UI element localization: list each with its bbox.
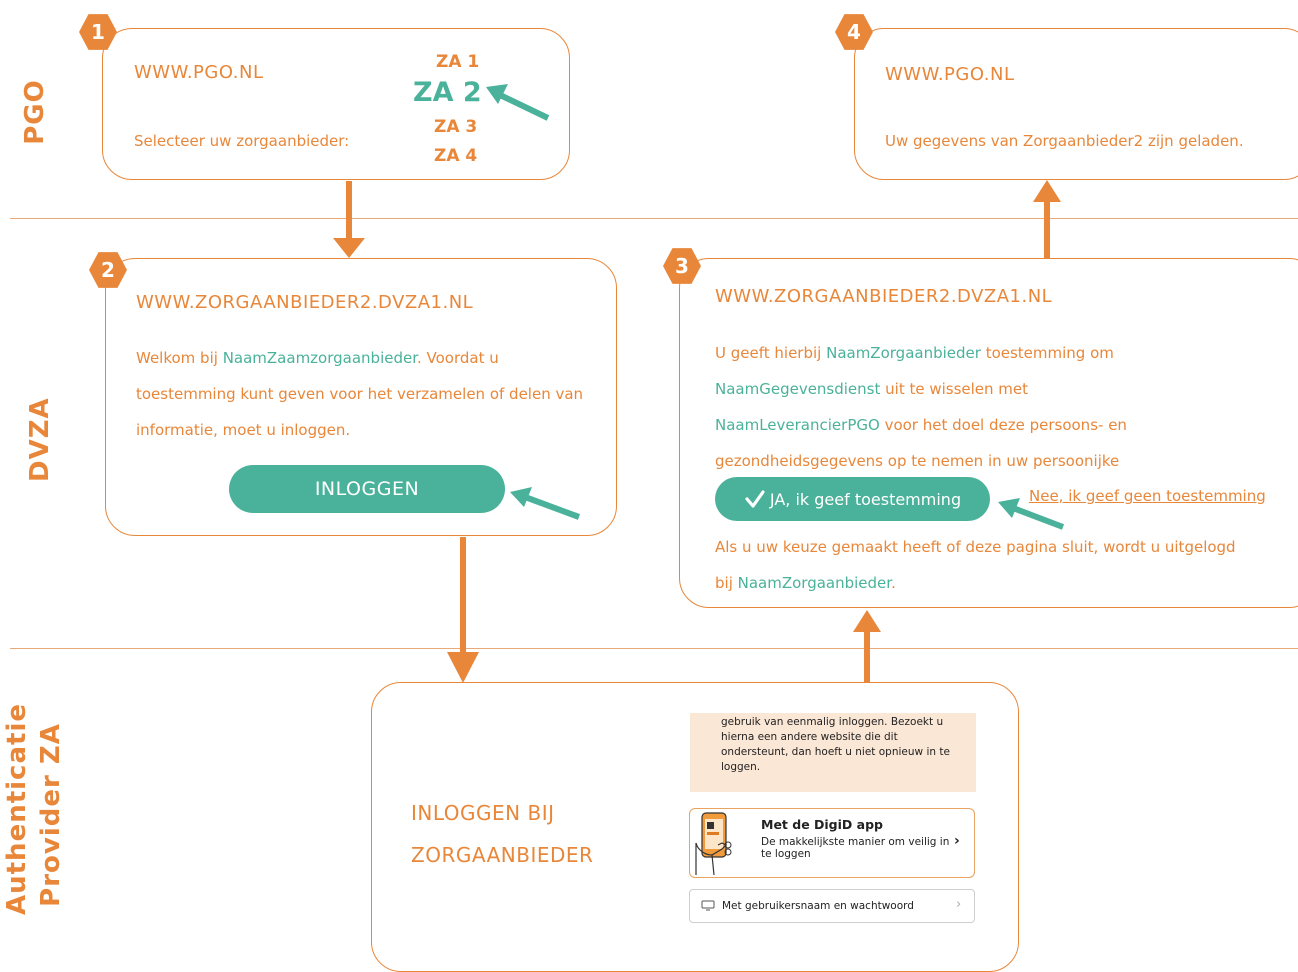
- step3-p2-a: Als u uw keuze gemaakt heeft of deze pag…: [715, 538, 1236, 592]
- step3-supplier-name: NaamLeverancierPGO: [715, 416, 880, 434]
- step3-logout-text: Als u uw keuze gemaakt heeft of deze pag…: [715, 529, 1255, 601]
- digid-password-label: Met gebruikersnaam en wachtwoord: [722, 900, 914, 912]
- step1-prompt: Selecteer uw zorgaanbieder:: [134, 132, 350, 150]
- step3-logout-provider: NaamZorgaanbieder: [737, 574, 892, 592]
- step3-consent-text: U geeft hierbij NaamZorgaanbieder toeste…: [715, 335, 1195, 515]
- digid-info-text: gebruik van eenmalig inloggen. Bezoekt u…: [721, 716, 950, 773]
- step3-box: [679, 258, 1298, 608]
- auth-title: INLOGGEN BIJ ZORGAANBIEDER: [411, 792, 593, 876]
- step4-message: Uw gegevens van Zorgaanbieder2 zijn gela…: [885, 132, 1244, 150]
- lane-divider-dvza-auth: [10, 648, 1298, 649]
- step3-url: WWW.ZORGAANBIEDER2.DVZA1.NL: [715, 286, 1053, 307]
- digid-app-desc: De makkelijkste manier om veilig in te l…: [761, 836, 950, 860]
- keyboard-icon: [701, 900, 715, 911]
- lane-divider-pgo-dvza: [10, 218, 1298, 219]
- step4-box: [854, 28, 1298, 180]
- consent-yes-label: JA, ik geef toestemming: [769, 489, 962, 509]
- arrow-step1-to-step2: [333, 181, 365, 258]
- step2-provider-name: NaamZaamzorgaanbieder: [222, 349, 417, 367]
- step1-box: [102, 28, 570, 180]
- step3-provider-name: NaamZorgaanbieder: [826, 344, 981, 362]
- step2-url: WWW.ZORGAANBIEDER2.DVZA1.NL: [136, 292, 474, 313]
- step3-p1-a: U geeft hierbij: [715, 344, 827, 362]
- pointer-arrow-za2: [486, 84, 550, 121]
- consent-no-link[interactable]: Nee, ik geef geen toestemming: [1029, 487, 1266, 505]
- chevron-right-icon-gray: ›: [956, 897, 962, 912]
- step3-service-name: NaamGegevensdienst: [715, 380, 881, 398]
- digid-password-option[interactable]: Met gebruikersnaam en wachtwoord ›: [689, 889, 975, 923]
- step1-url: WWW.PGO.NL: [134, 62, 264, 83]
- za-option-4[interactable]: ZA 4: [434, 146, 478, 166]
- auth-title-line1: INLOGGEN BIJ: [411, 801, 555, 825]
- step1-badge: 1: [79, 14, 117, 50]
- digid-app-option[interactable]: Met de DigiD app De makkelijkste manier …: [689, 808, 975, 878]
- za-option-3[interactable]: ZA 3: [434, 117, 478, 137]
- step2-text-a: Welkom bij: [136, 349, 223, 367]
- digid-app-title: Met de DigiD app: [761, 817, 883, 832]
- step4-url: WWW.PGO.NL: [885, 64, 1015, 85]
- inloggen-button[interactable]: INLOGGEN: [229, 465, 505, 513]
- consent-yes-button[interactable]: JA, ik geef toestemming: [715, 477, 990, 521]
- step2-text: Welkom bij NaamZaamzorgaanbieder. Voorda…: [136, 340, 602, 448]
- step3-p1-b: toestemming om: [980, 344, 1114, 362]
- za-option-2-selected[interactable]: ZA 2: [413, 77, 482, 108]
- arrow-auth-to-step3: [853, 610, 881, 682]
- pointer-arrow-consent: [998, 498, 1065, 530]
- pointer-arrow-inloggen: [510, 487, 581, 520]
- flow-arrows: [333, 84, 1065, 683]
- arrow-step3-to-step4: [1033, 180, 1061, 258]
- step3-p2-b: .: [891, 574, 896, 592]
- arrow-step2-to-auth: [447, 537, 479, 683]
- step3-p1-c: uit te wisselen met: [880, 380, 1029, 398]
- auth-title-line2: ZORGAANBIEDER: [411, 843, 594, 867]
- za-option-1[interactable]: ZA 1: [436, 52, 480, 72]
- step2-text-b: . Voordat u toestemming kunt geven voor …: [136, 349, 584, 439]
- checkmark-icon: [745, 490, 765, 508]
- chevron-right-icon: ›: [954, 833, 960, 849]
- phone-hand-icon: [695, 812, 732, 876]
- digid-info-box: gebruik van eenmalig inloggen. Bezoekt u…: [690, 713, 976, 792]
